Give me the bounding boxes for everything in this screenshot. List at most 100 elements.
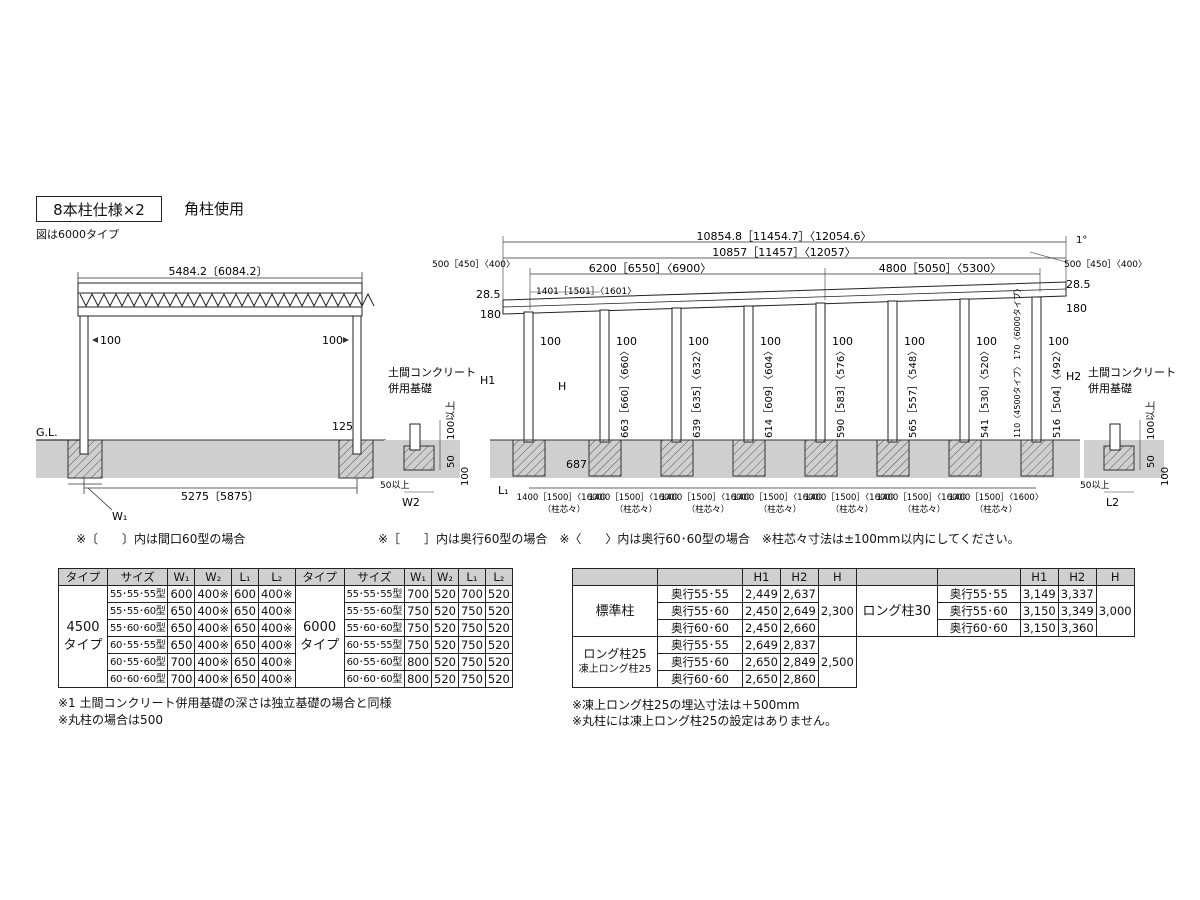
side-slope: 1°	[1076, 235, 1087, 246]
size-table-note-1: ※1 土間コンクリート併用基礎の深さは独立基礎の場合と同様	[58, 696, 392, 710]
spec-subtitle: 角柱使用	[184, 200, 245, 218]
table-cell: 3,337	[1057, 585, 1097, 603]
side-ground	[490, 440, 1080, 478]
table-cell: 奥行60･60	[657, 619, 743, 637]
front-right-offset: 100	[322, 334, 343, 347]
table-cell: 2,637	[779, 585, 819, 603]
table-row: 奥行60･60 2,450 2,660 奥行60･60 3,150 3,360	[573, 619, 1135, 637]
group-long30: ロング柱30	[855, 585, 938, 637]
front-w1-label: W₁	[112, 510, 127, 523]
size-table-header: タイプ サイズ W₁ W₂ L₁ L₂ タイプ サイズ W₁ W₂ L₁ L₂	[58, 568, 513, 586]
front-top-width: 5484.2〔6084.2〕	[169, 265, 268, 278]
table-cell: 600	[167, 585, 196, 603]
table-cell: 520	[431, 585, 459, 603]
table-cell: 520	[431, 602, 459, 620]
col-size-a: サイズ	[106, 568, 169, 586]
post-offset-3: 100	[688, 335, 709, 348]
front-dim-125: 125	[332, 420, 353, 433]
table-cell: 650	[167, 619, 196, 637]
table-cell: 520	[484, 585, 513, 603]
table-cell: 60･55･55型	[343, 636, 406, 654]
table-cell: 60･60･60型	[106, 670, 169, 688]
post-offset-6: 100	[904, 335, 925, 348]
post-spacing-note-4: （柱芯々）	[759, 504, 802, 515]
col-w1-b: W₁	[404, 568, 433, 586]
table-cell: 奥行60･60	[936, 619, 1021, 637]
post-spacing-note-3: （柱芯々）	[687, 504, 730, 515]
table-cell: 2,837	[779, 636, 819, 654]
side-l1-label: L₁	[498, 484, 509, 497]
hcol-h2-b: H2	[1057, 568, 1097, 586]
table-cell: 400※	[257, 653, 296, 671]
table-row: 60･55･55型 650 400※ 650 400※ 60･55･55型 75…	[59, 636, 513, 654]
post-height-5: 565［557］〈548〉	[907, 346, 919, 438]
front-post-right	[352, 315, 362, 455]
table-cell: 2,650	[742, 670, 781, 688]
side-h1-label: H1	[480, 374, 495, 387]
post-spacing-4: 1400［1500］〈1600〉	[733, 493, 828, 503]
hcol-group-a	[572, 568, 658, 586]
side-dim-28-right: 28.5	[1066, 278, 1091, 291]
table-cell: 奥行55･55	[657, 636, 743, 654]
table-row: ロング柱25 凍上ロング柱25 奥行55･55 2,649 2,837 2,50…	[572, 636, 1135, 688]
long25-h: 2,500	[817, 636, 857, 688]
height-table-header: H1 H2 H H1 H2 H	[572, 568, 1135, 586]
table-cell: 奥行60･60	[657, 670, 743, 688]
post-offset-1: 100	[540, 335, 561, 348]
front-view	[36, 272, 386, 511]
detail-left	[384, 420, 460, 493]
table-cell: 2,849	[779, 653, 819, 671]
table-cell: 600	[231, 585, 259, 603]
hcol-h2-a: H2	[779, 568, 819, 586]
side-post-6	[887, 300, 898, 443]
post-height-2: 639［635］〈632〉	[691, 346, 703, 438]
side-h-label: H	[558, 380, 566, 393]
post-offset-2: 100	[616, 335, 637, 348]
hcol-h1-b: H1	[1019, 568, 1059, 586]
group-long25-line2: 凍上ロング柱25	[578, 664, 652, 675]
detail-left-50: 50	[446, 455, 457, 468]
table-cell: 400※	[257, 636, 296, 654]
side-dim-687: 687	[566, 458, 587, 471]
detail-right-100: 100	[1160, 467, 1171, 486]
table-cell: 650	[167, 636, 196, 654]
table-cell: 750	[457, 602, 486, 620]
side-first-gap: 1401［1501］〈1601〉	[536, 286, 636, 297]
post-spacing-note-7: （柱芯々）	[975, 504, 1018, 515]
table-cell: 奥行55･55	[657, 585, 743, 603]
table-row: 奥行55･60 2,650 2,849	[573, 653, 1135, 671]
post-height-7: 110〈4500タイプ〉 170〈6000タイプ〉	[1013, 284, 1022, 438]
front-view-note: ※〔 〕内は間口60型の場合	[76, 532, 246, 546]
table-cell: 60･55･55型	[106, 636, 169, 654]
post-offset-4: 100	[760, 335, 781, 348]
detail-right	[1084, 420, 1164, 493]
table-cell: 750	[404, 619, 433, 637]
group-standard: 標準柱	[572, 585, 658, 637]
detail-left-100: 100	[460, 467, 471, 486]
side-overhang-left: 500［450］〈400〉	[432, 259, 515, 270]
side-post-1	[523, 311, 534, 443]
detail-left-100above: 100以上	[445, 401, 457, 440]
table-cell: 55･55･55型	[106, 585, 169, 603]
post-height-3: 614［609］〈604〉	[763, 346, 775, 438]
post-offset-7: 100	[976, 335, 997, 348]
side-dim-180-left: 180	[480, 308, 501, 321]
gl-label: G.L.	[36, 426, 58, 439]
table-cell: 2,660	[779, 619, 819, 637]
table-cell: 520	[431, 619, 459, 637]
detail-right-50: 50	[1146, 455, 1157, 468]
group-long25-line1: ロング柱25	[583, 647, 647, 661]
table-cell: 650	[231, 619, 259, 637]
detail-right-l2: L2	[1106, 496, 1119, 509]
hcol-h1-a: H1	[742, 568, 781, 586]
detail-left-title-2: 併用基礎	[388, 381, 432, 395]
table-cell: 55･60･60型	[106, 619, 169, 637]
table-cell: 700	[167, 653, 196, 671]
table-cell: 400※	[194, 602, 233, 620]
side-view-note: ※［ ］内は奥行60型の場合 ※〈 〉内は奥行60･60型の場合 ※柱芯々寸法は…	[378, 532, 1020, 546]
side-total-top: 10854.8［11454.7］〈12054.6〉	[697, 230, 872, 243]
table-cell: 650	[231, 602, 259, 620]
table-cell: 520	[484, 602, 513, 620]
table-cell: 520	[484, 670, 513, 688]
height-table: H1 H2 H H1 H2 H 標準柱 奥行55･55 2,449 2,637 …	[572, 568, 1135, 688]
